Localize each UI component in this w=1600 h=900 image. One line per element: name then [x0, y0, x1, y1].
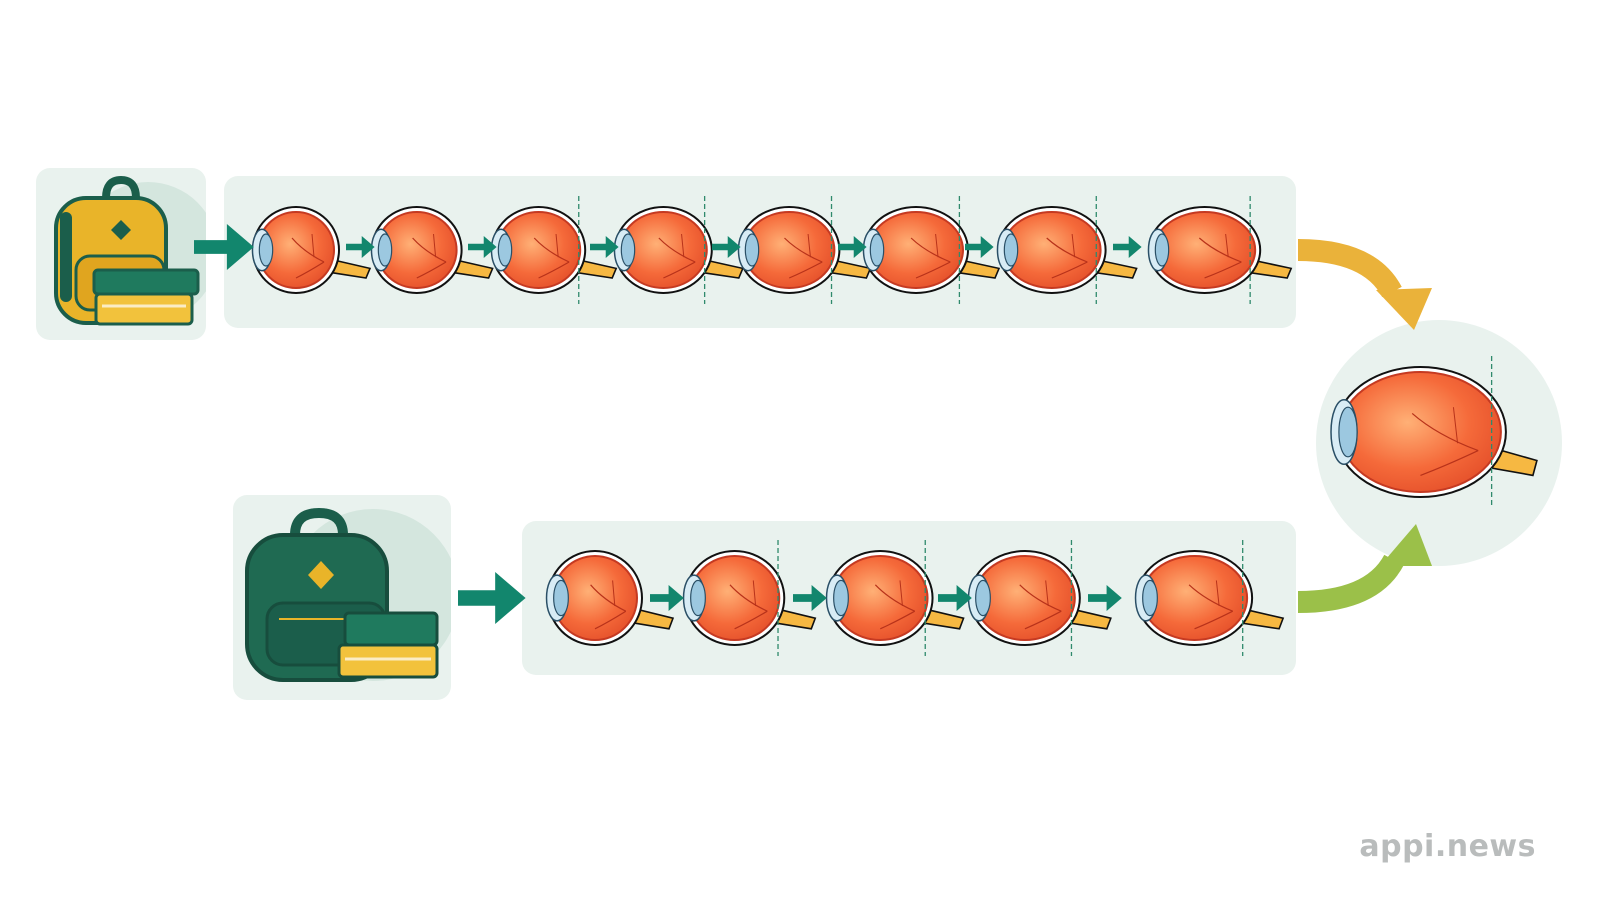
- green-backpack-with-books-icon: [245, 507, 451, 682]
- stage-arrow-top-7: [1113, 236, 1142, 258]
- yellow-backpack-with-books-icon: [54, 175, 206, 326]
- stage-arrow-bottom-3: [938, 585, 972, 611]
- watermark: appi.news: [1359, 829, 1536, 864]
- eye-stage-top-7: [996, 196, 1138, 304]
- eye-stage-bottom-4: [967, 540, 1112, 656]
- start-arrow-bottom: [458, 572, 526, 624]
- eye-stage-bottom-3: [825, 540, 965, 656]
- eye-stage-bottom-2: [683, 540, 817, 656]
- eye-stage-top-8: [1148, 196, 1293, 304]
- stage-arrow-top-2: [468, 236, 497, 258]
- stage-arrow-bottom-2: [793, 585, 827, 611]
- eye-stage-top-4: [613, 196, 744, 304]
- stage-arrow-top-6: [965, 236, 994, 258]
- eye-stage-top-5: [737, 196, 872, 304]
- eye-stage-top-3: [491, 196, 618, 304]
- eye-stage-bottom-1: [545, 550, 675, 646]
- backpack-yellow-box: [36, 168, 206, 340]
- stage-arrow-bottom-4: [1088, 585, 1122, 611]
- stage-arrow-bottom-1: [650, 585, 684, 611]
- result-eye-icon: [1329, 356, 1538, 508]
- stage-arrow-top-3: [590, 236, 619, 258]
- backpack-green-box: [233, 495, 451, 700]
- eye-stage-top-2: [370, 206, 494, 294]
- start-arrow-top: [194, 224, 254, 270]
- eye-stage-bottom-5: [1135, 540, 1285, 656]
- stage-arrow-top-1: [346, 236, 375, 258]
- eye-stage-top-1: [251, 206, 372, 294]
- stage-arrow-top-4: [712, 236, 741, 258]
- stage-arrow-top-5: [838, 236, 867, 258]
